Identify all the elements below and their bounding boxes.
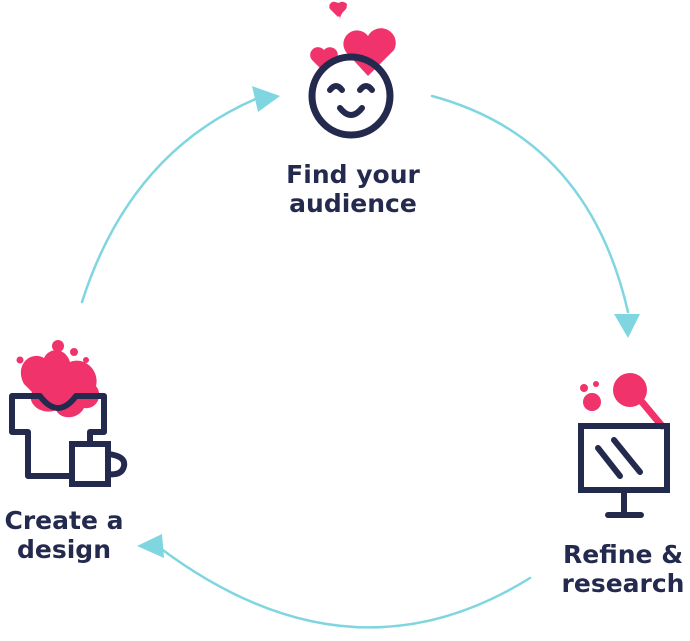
magnifier-icon	[613, 373, 647, 407]
arrowhead-left	[137, 534, 164, 558]
step-label-find-your-audience: Find your audience	[286, 160, 420, 218]
tshirt-mug-icon	[9, 340, 128, 487]
heart-icon	[329, 1, 347, 17]
arc-refine-to-create	[158, 546, 532, 629]
step-label-create-a-design: Create a design	[4, 506, 124, 564]
smiling-face-icon	[308, 1, 396, 139]
step-label-refine-and-research: Refine & research	[561, 540, 685, 598]
arrowheads	[137, 86, 640, 558]
arc-find-to-refine	[430, 94, 630, 314]
arrowhead-right	[614, 314, 640, 338]
heart-icon	[343, 28, 396, 76]
heart-icon	[310, 47, 338, 72]
monitor-magnifier-icon	[578, 373, 670, 518]
arc-create-to-find	[80, 96, 260, 304]
arrowhead-top	[252, 86, 280, 112]
cycle-arrows	[80, 94, 630, 629]
